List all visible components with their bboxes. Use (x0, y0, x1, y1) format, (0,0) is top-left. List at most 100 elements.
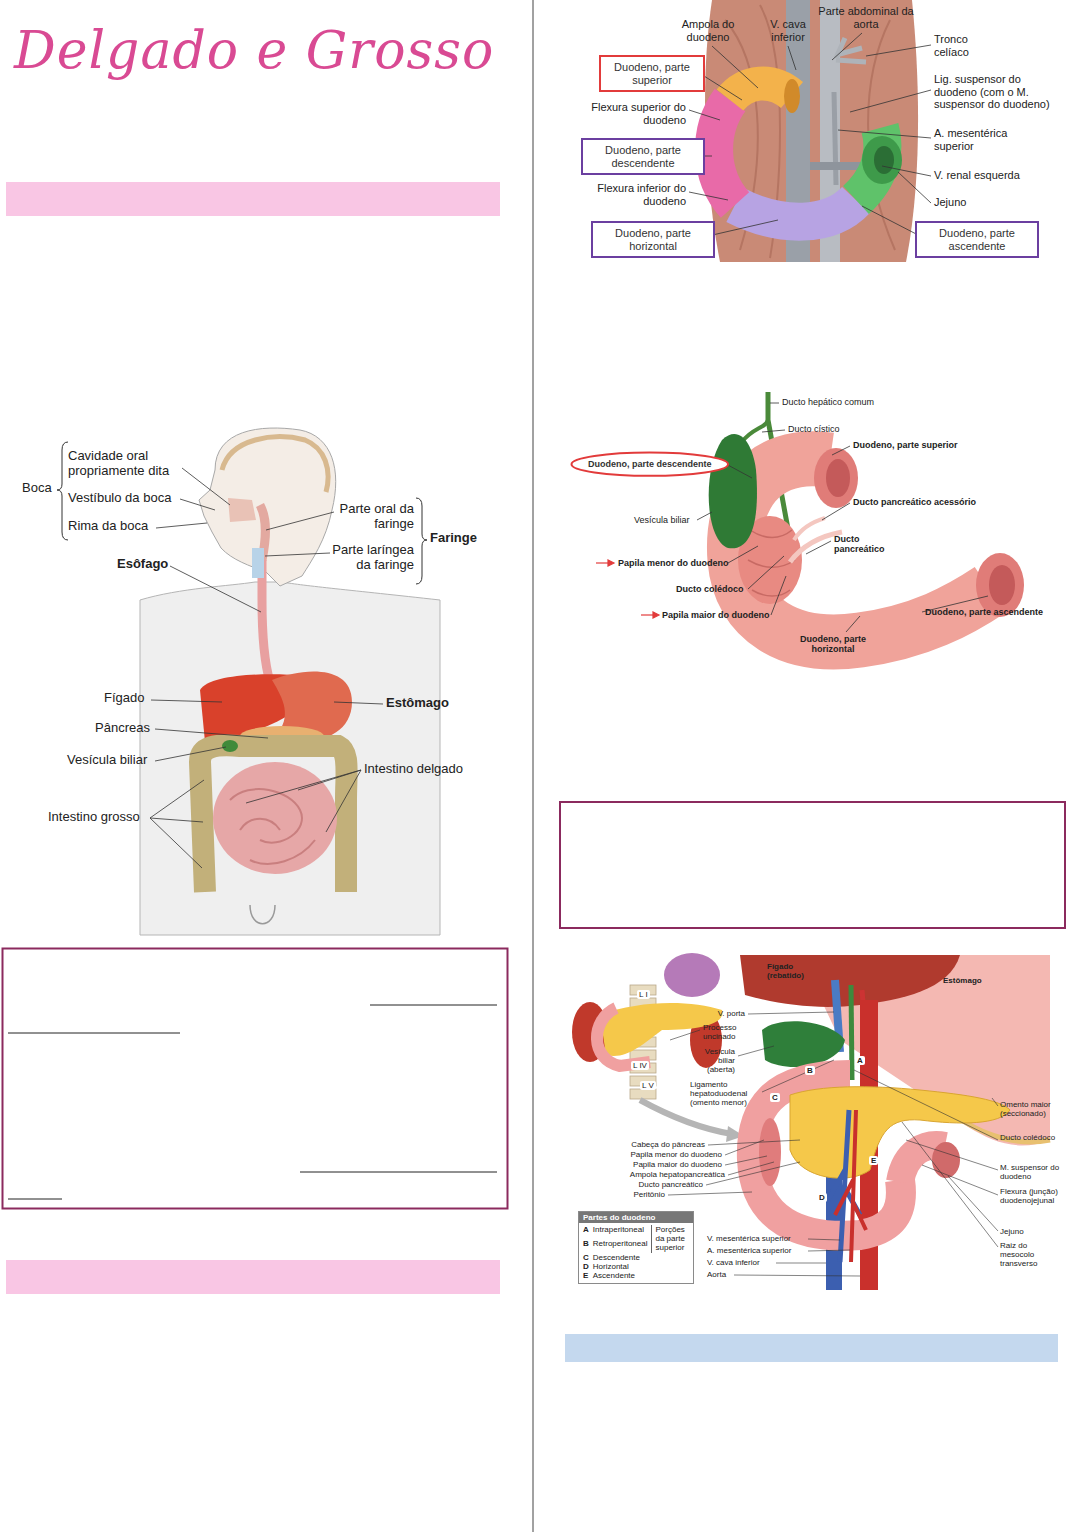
duodenum-illustration (705, 0, 918, 262)
digestive-system-illustration (230, 789, 315, 864)
part-label: Omento maior (seccionado) (1000, 1100, 1062, 1118)
leader-line (668, 1192, 752, 1195)
duodenum-illustration (834, 92, 836, 185)
duodenum-illustration (735, 200, 856, 222)
part-letter: A (583, 1225, 589, 1239)
part-label: Papila maior do duodeno (662, 610, 770, 620)
part-label: Ducto pancreático (639, 1180, 703, 1189)
leader-line (670, 1030, 700, 1040)
red-arrow (653, 612, 659, 618)
leader-line (182, 468, 230, 505)
page-frame (8, 1199, 62, 1200)
part-label: Fígado (rebatido) (767, 962, 817, 980)
page-frame (560, 802, 1065, 928)
duodenum-relations-illustration (597, 1008, 650, 1066)
part-label: Papila menor do duodeno (630, 1150, 722, 1159)
duodenum-part-name: Duodeno, parte descendente (588, 459, 712, 469)
leader-line (726, 464, 752, 478)
leader-line (832, 33, 862, 60)
part-label: Pâncreas (95, 721, 150, 736)
page-frame (6, 1260, 500, 1294)
leader-line (170, 566, 261, 612)
duodenum-relations-illustration (572, 953, 1050, 1290)
leader-line (266, 512, 334, 530)
part-label: Peritônio (633, 1190, 665, 1199)
digestive-system-illustration (222, 437, 328, 492)
part-name: Retroperitoneal (593, 1239, 648, 1253)
part-label: Parte abdominal da aorta (816, 5, 916, 30)
digestive-system-illustration (262, 560, 270, 682)
leader-line (180, 499, 215, 510)
leader-line (150, 818, 202, 868)
part-label: Flexura inferior do duodeno (591, 182, 686, 207)
leader-line (770, 403, 779, 404)
part-label: Estômago (386, 696, 449, 711)
leader-line (846, 616, 860, 632)
part-label: Cabeça do pâncreas (631, 1140, 705, 1149)
part-label: Parte oral da faringe (319, 502, 414, 532)
leader-line (725, 1140, 764, 1155)
framed-label: Duodeno, parte descendente (581, 138, 705, 175)
duodenum-relations-illustration (759, 1118, 781, 1186)
part-label: Duodeno, parte superior (853, 440, 958, 450)
digestive-system-illustration (213, 762, 337, 874)
leader-line (150, 468, 383, 868)
part-label: Estômago (943, 976, 982, 985)
leader-line (697, 403, 988, 632)
leader-line (708, 1140, 800, 1145)
part-name: Ascendente (593, 1271, 648, 1280)
duodenum-part-name: Duodeno, parte ascendente (927, 227, 1027, 252)
legend-table: Partes do duodenoAIntraperitonealBRetrop… (578, 1211, 694, 1284)
part-label: Intestino delgado (364, 762, 463, 777)
part-name: Intraperitoneal (593, 1225, 648, 1239)
leader-line (728, 1162, 774, 1175)
leader-line (156, 523, 207, 528)
digestive-system-illustration (228, 498, 256, 522)
bile-duct-illustration (989, 565, 1015, 605)
part-label: Ducto colédoco (676, 584, 744, 594)
leader-line (326, 770, 361, 832)
part-letter: E (583, 1271, 589, 1280)
bile-duct-illustration (814, 448, 858, 508)
bracket (416, 498, 427, 584)
leader-line (866, 45, 931, 56)
part-label: Duodeno, parte horizontal (793, 634, 873, 655)
duodenum-relations-illustration (762, 1021, 845, 1067)
part-label: Raiz do mesocolo transverso (1000, 1241, 1062, 1269)
leader-line (822, 503, 850, 520)
leader-line (734, 1275, 860, 1276)
part-label: V. cava inferior (707, 1258, 760, 1267)
page-frame (300, 1172, 497, 1173)
part-label: Papila maior do duodeno (633, 1160, 722, 1169)
leader-line (728, 546, 758, 563)
leader-line (922, 1165, 998, 1195)
page-frame (3, 0, 1066, 1532)
part-label: Vesícula biliar (aberta) (695, 1047, 735, 1075)
part-label: Esôfago (117, 557, 168, 572)
bracket (57, 442, 427, 584)
leader-line (668, 1012, 998, 1276)
page-frame (370, 1005, 497, 1006)
page-frame (533, 0, 534, 1532)
red-arrow (596, 560, 659, 618)
leader-line (762, 430, 785, 432)
duodenum-illustration (874, 146, 894, 174)
part-name: Horizontal (593, 1262, 648, 1271)
digestive-system-illustration (140, 428, 440, 935)
part-label: Ducto pancreático acessório (853, 497, 976, 507)
digestive-system-illustration (199, 428, 336, 586)
leader-line (689, 33, 931, 236)
leader-line (948, 1176, 998, 1231)
page-frame (3, 949, 508, 1209)
bile-duct-illustration (748, 530, 795, 596)
part-label: Fígado (104, 691, 144, 706)
bile-duct-illustration (742, 420, 768, 442)
part-label: Aorta (707, 1270, 726, 1279)
part-label: V. mesentérica superior (707, 1234, 791, 1243)
leader-line (712, 46, 758, 88)
bracket (57, 442, 68, 540)
part-label: Processo uncinado (703, 1023, 748, 1041)
part-label: L V (640, 1081, 656, 1090)
leader-line (738, 1046, 774, 1056)
duodenum-relations-illustration (851, 985, 852, 1080)
